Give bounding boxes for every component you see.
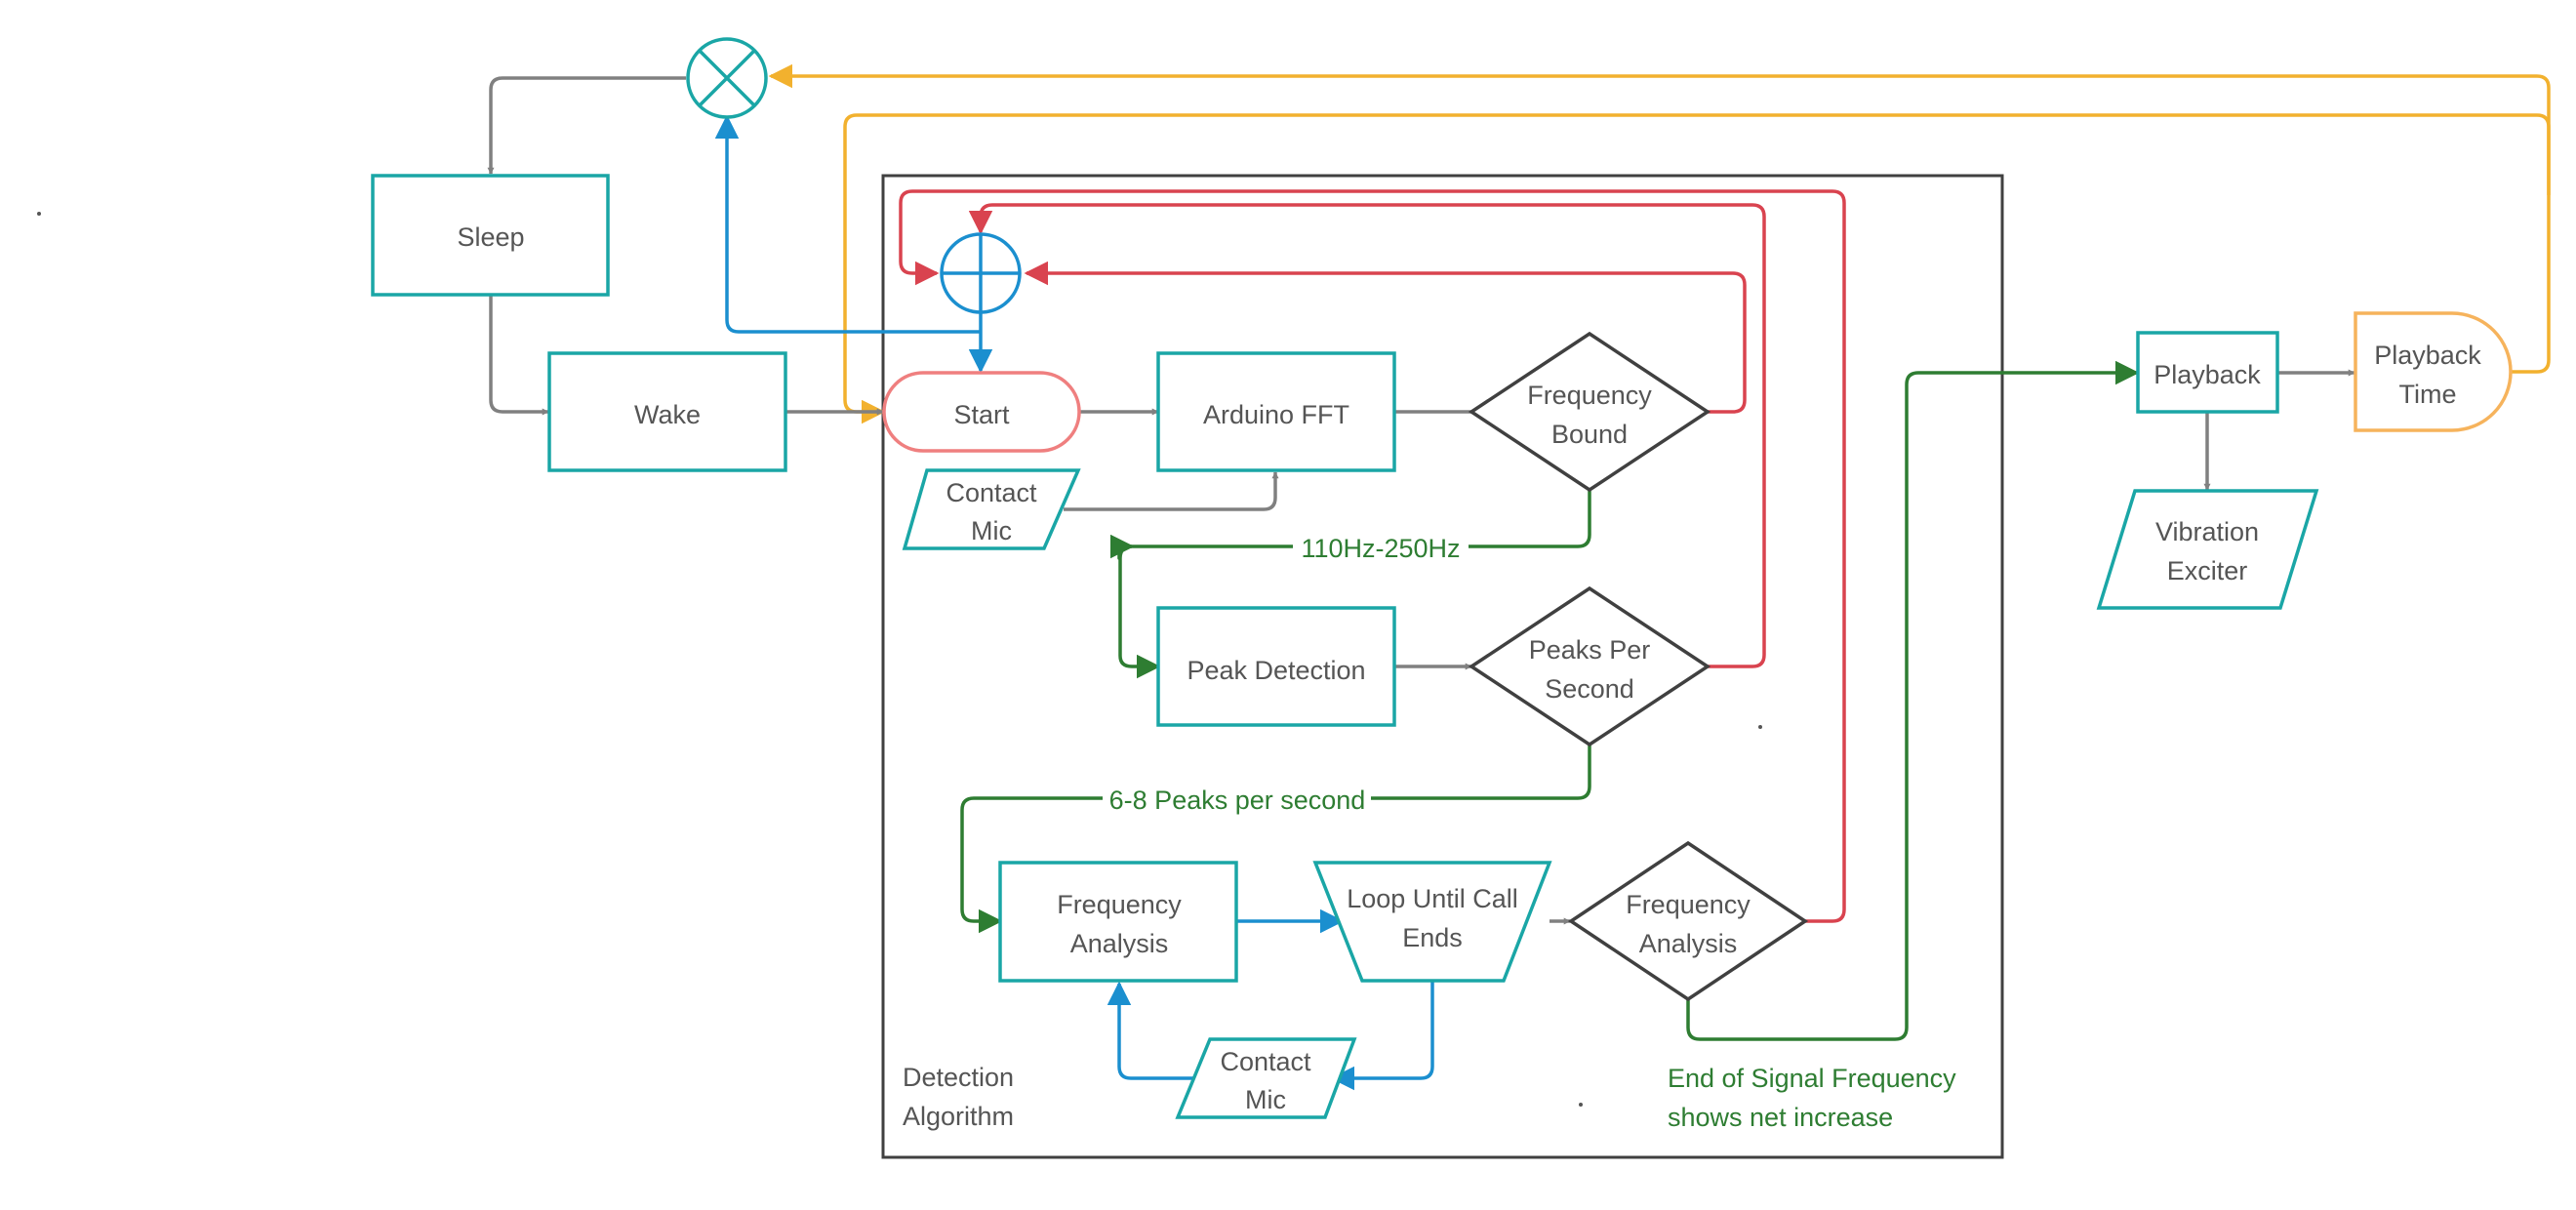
sleep-node: Sleep xyxy=(371,174,610,297)
arduino-fft-label: Arduino FFT xyxy=(1203,400,1349,429)
contact-mic-top-node: Contact Mic xyxy=(902,468,1081,550)
edge-freqbound-to-sumjunction xyxy=(1024,261,1747,414)
edge-label-peaks-range: 6-8 Peaks per second xyxy=(1109,786,1366,815)
edge-contactmic-to-fft xyxy=(1064,471,1279,511)
start-label: Start xyxy=(953,400,1010,429)
frequency-bound-label-line2: Bound xyxy=(1551,420,1628,449)
pps-label-line2: Second xyxy=(1545,674,1634,704)
playback-time-line1: Playback xyxy=(2374,341,2481,370)
edge-pps-to-sumjunction xyxy=(968,203,1766,668)
peaks-per-second-decision: Peaks Per Second xyxy=(1468,585,1711,747)
contact-mic-bottom-node: Contact Mic xyxy=(1175,1037,1357,1119)
circle-x-junction-icon xyxy=(686,37,768,119)
frequency-analysis-node: Frequency Analysis xyxy=(998,861,1238,983)
stray-dot xyxy=(37,212,41,216)
frequency-bound-decision: Frequency Bound xyxy=(1468,331,1711,493)
freq-decision-line1: Frequency xyxy=(1626,890,1751,919)
edge-junction-to-sleep xyxy=(487,76,686,175)
frequency-analysis-line2: Analysis xyxy=(1070,929,1169,958)
circle-plus-junction-icon xyxy=(940,232,1022,314)
detection-algorithm-frame xyxy=(881,174,2004,1159)
edge-pps-to-freqanalysis xyxy=(960,745,1591,934)
wake-node: Wake xyxy=(547,351,787,472)
stray-dot xyxy=(1758,725,1762,729)
edge-sumjunction-to-multjunction xyxy=(714,114,981,334)
detection-algorithm-label-line1: Detection xyxy=(903,1063,1014,1092)
contact-mic-bottom-line2: Mic xyxy=(1245,1085,1286,1114)
peak-detection-node: Peak Detection xyxy=(1156,606,1396,727)
freq-decision-line2: Analysis xyxy=(1639,929,1738,958)
contact-mic-bottom-line1: Contact xyxy=(1220,1047,1311,1076)
loop-until-call-ends-node: Loop Until Call Ends xyxy=(1312,861,1552,983)
edge-label-freq-range: 110Hz-250Hz xyxy=(1301,534,1460,563)
stray-dot xyxy=(1579,1103,1583,1107)
playback-label: Playback xyxy=(2153,360,2261,389)
pps-label-line1: Peaks Per xyxy=(1529,635,1651,665)
vibration-exciter-line1: Vibration xyxy=(2155,517,2259,546)
edge-label-end-signal-line1: End of Signal Frequency xyxy=(1668,1064,1956,1093)
loop-label-line1: Loop Until Call xyxy=(1347,884,1518,913)
arduino-fft-node: Arduino FFT xyxy=(1156,351,1396,472)
loop-label-line2: Ends xyxy=(1402,923,1463,952)
edge-freqdecision-to-sumjunction xyxy=(899,189,1846,923)
edge-freqbound-to-peak-lower xyxy=(1118,544,1161,679)
edge-label-bg xyxy=(1293,532,1469,563)
vibration-exciter-line2: Exciter xyxy=(2167,556,2248,585)
playback-node: Playback xyxy=(2136,331,2279,414)
frequency-analysis-decision: Frequency Analysis xyxy=(1567,840,1809,1002)
start-node: Start xyxy=(882,371,1081,453)
edge-loop-to-contactmic xyxy=(1330,981,1434,1091)
edge-playbacktime-to-junction xyxy=(768,63,2551,374)
contact-mic-top-line2: Mic xyxy=(971,516,1012,545)
edge-contactmic-to-freqanalysis xyxy=(1107,981,1200,1080)
sleep-label: Sleep xyxy=(457,222,524,252)
wake-label: Wake xyxy=(634,400,701,429)
peak-detection-label: Peak Detection xyxy=(1187,656,1365,685)
playback-time-line2: Time xyxy=(2399,380,2457,409)
frequency-bound-label-line1: Frequency xyxy=(1527,381,1652,410)
edge-sleep-to-wake xyxy=(489,295,549,416)
edge-label-bg xyxy=(1103,784,1371,815)
edge-freqdecision-to-playback xyxy=(1686,360,2140,1041)
edge-label-end-signal-line2: shows net increase xyxy=(1668,1103,1893,1132)
vibration-exciter-node: Vibration Exciter xyxy=(2096,489,2319,610)
edge-playbacktime-to-start xyxy=(843,113,2551,424)
detection-algorithm-label-line2: Algorithm xyxy=(903,1102,1014,1131)
contact-mic-top-line1: Contact xyxy=(946,478,1037,507)
frequency-analysis-line1: Frequency xyxy=(1057,890,1182,919)
playback-time-node: Playback Time xyxy=(2354,311,2513,432)
